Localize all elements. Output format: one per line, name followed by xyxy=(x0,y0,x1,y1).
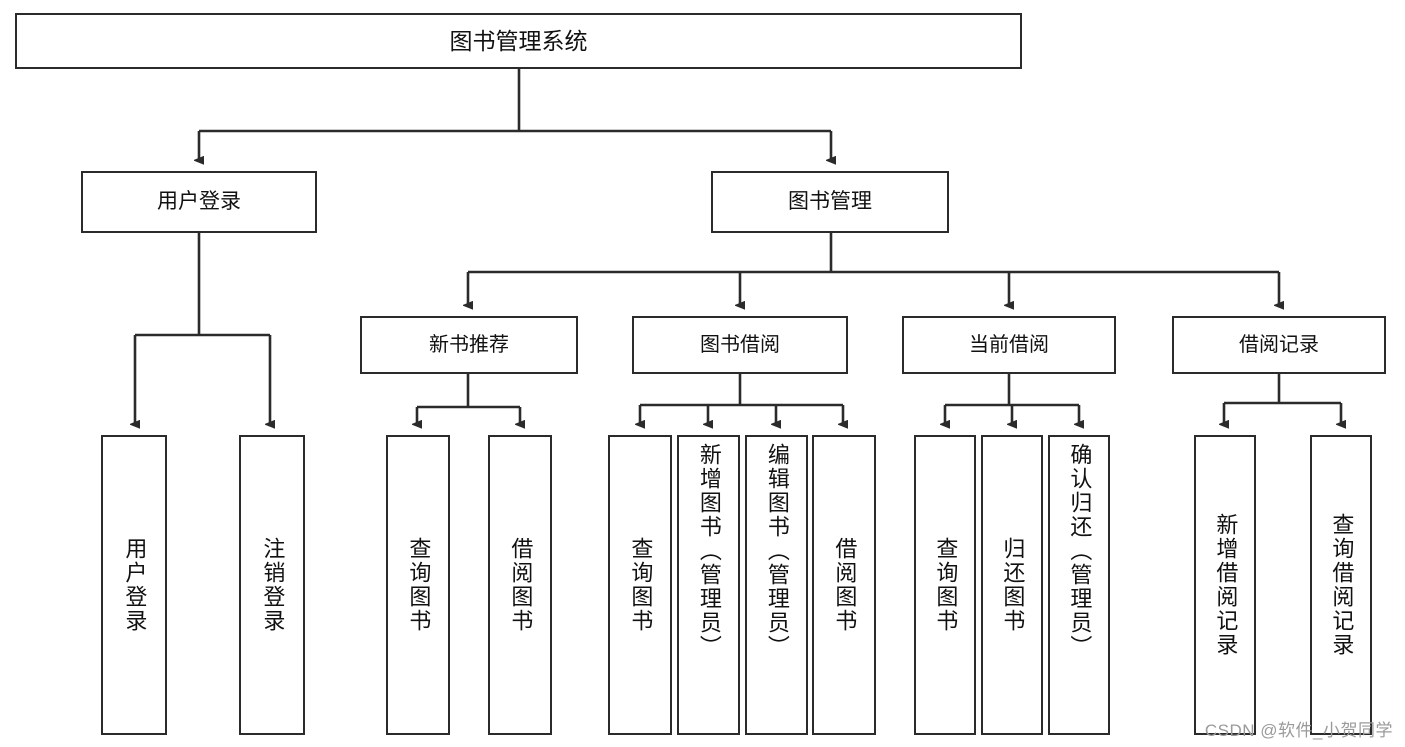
node-user-login[interactable]: 用户登录 xyxy=(81,171,317,233)
leaf-borrow-record-1[interactable]: 查询借阅记录 xyxy=(1310,435,1372,735)
leaf-label: 借阅图书 xyxy=(508,537,534,633)
csdn-watermark: CSDN @软件_小贺同学 xyxy=(1204,721,1393,740)
node-borrow-record[interactable]: 借阅记录 xyxy=(1172,316,1386,374)
leaf-label: 新增图书（管理员） xyxy=(696,443,722,659)
leaf-user-login-1[interactable]: 注销登录 xyxy=(239,435,305,735)
leaf-book-borrow-3[interactable]: 借阅图书 xyxy=(812,435,876,735)
leaf-user-login-0[interactable]: 用户登录 xyxy=(101,435,167,735)
leaf-label: 查询图书 xyxy=(406,537,432,633)
node-root-system[interactable]: 图书管理系统 xyxy=(15,13,1022,69)
leaf-label: 归还图书 xyxy=(1000,537,1026,633)
node-borrow-record-label: 借阅记录 xyxy=(1239,333,1319,356)
leaf-book-borrow-1[interactable]: 新增图书（管理员） xyxy=(677,435,740,735)
leaf-label: 编辑图书（管理员） xyxy=(764,443,790,659)
node-current-borrow[interactable]: 当前借阅 xyxy=(902,316,1116,374)
leaf-label: 查询借阅记录 xyxy=(1329,513,1355,657)
leaf-label: 新增借阅记录 xyxy=(1213,513,1239,657)
leaf-current-borrow-1[interactable]: 归还图书 xyxy=(981,435,1043,735)
node-user-login-label: 用户登录 xyxy=(157,189,241,213)
leaf-label: 确认归还（管理员） xyxy=(1067,443,1093,659)
leaf-new-book-rec-0[interactable]: 查询图书 xyxy=(386,435,450,735)
leaf-label: 查询图书 xyxy=(628,537,654,633)
node-book-borrow-label: 图书借阅 xyxy=(700,333,780,356)
leaf-current-borrow-2[interactable]: 确认归还（管理员） xyxy=(1048,435,1110,735)
node-book-borrow[interactable]: 图书借阅 xyxy=(632,316,848,374)
leaf-book-borrow-2[interactable]: 编辑图书（管理员） xyxy=(745,435,808,735)
node-book-manage-label: 图书管理 xyxy=(788,189,872,213)
leaf-current-borrow-0[interactable]: 查询图书 xyxy=(914,435,976,735)
node-new-book-recommend[interactable]: 新书推荐 xyxy=(360,316,578,374)
leaf-borrow-record-0[interactable]: 新增借阅记录 xyxy=(1194,435,1256,735)
node-current-borrow-label: 当前借阅 xyxy=(969,333,1049,356)
leaf-label: 注销登录 xyxy=(260,537,286,633)
leaf-label: 查询图书 xyxy=(933,537,959,633)
leaf-new-book-rec-1[interactable]: 借阅图书 xyxy=(488,435,552,735)
node-root-label: 图书管理系统 xyxy=(449,27,588,54)
leaf-label: 用户登录 xyxy=(122,537,148,633)
leaf-book-borrow-0[interactable]: 查询图书 xyxy=(608,435,672,735)
leaf-label: 借阅图书 xyxy=(832,537,858,633)
node-book-manage[interactable]: 图书管理 xyxy=(711,171,949,233)
node-new-book-recommend-label: 新书推荐 xyxy=(429,333,509,356)
